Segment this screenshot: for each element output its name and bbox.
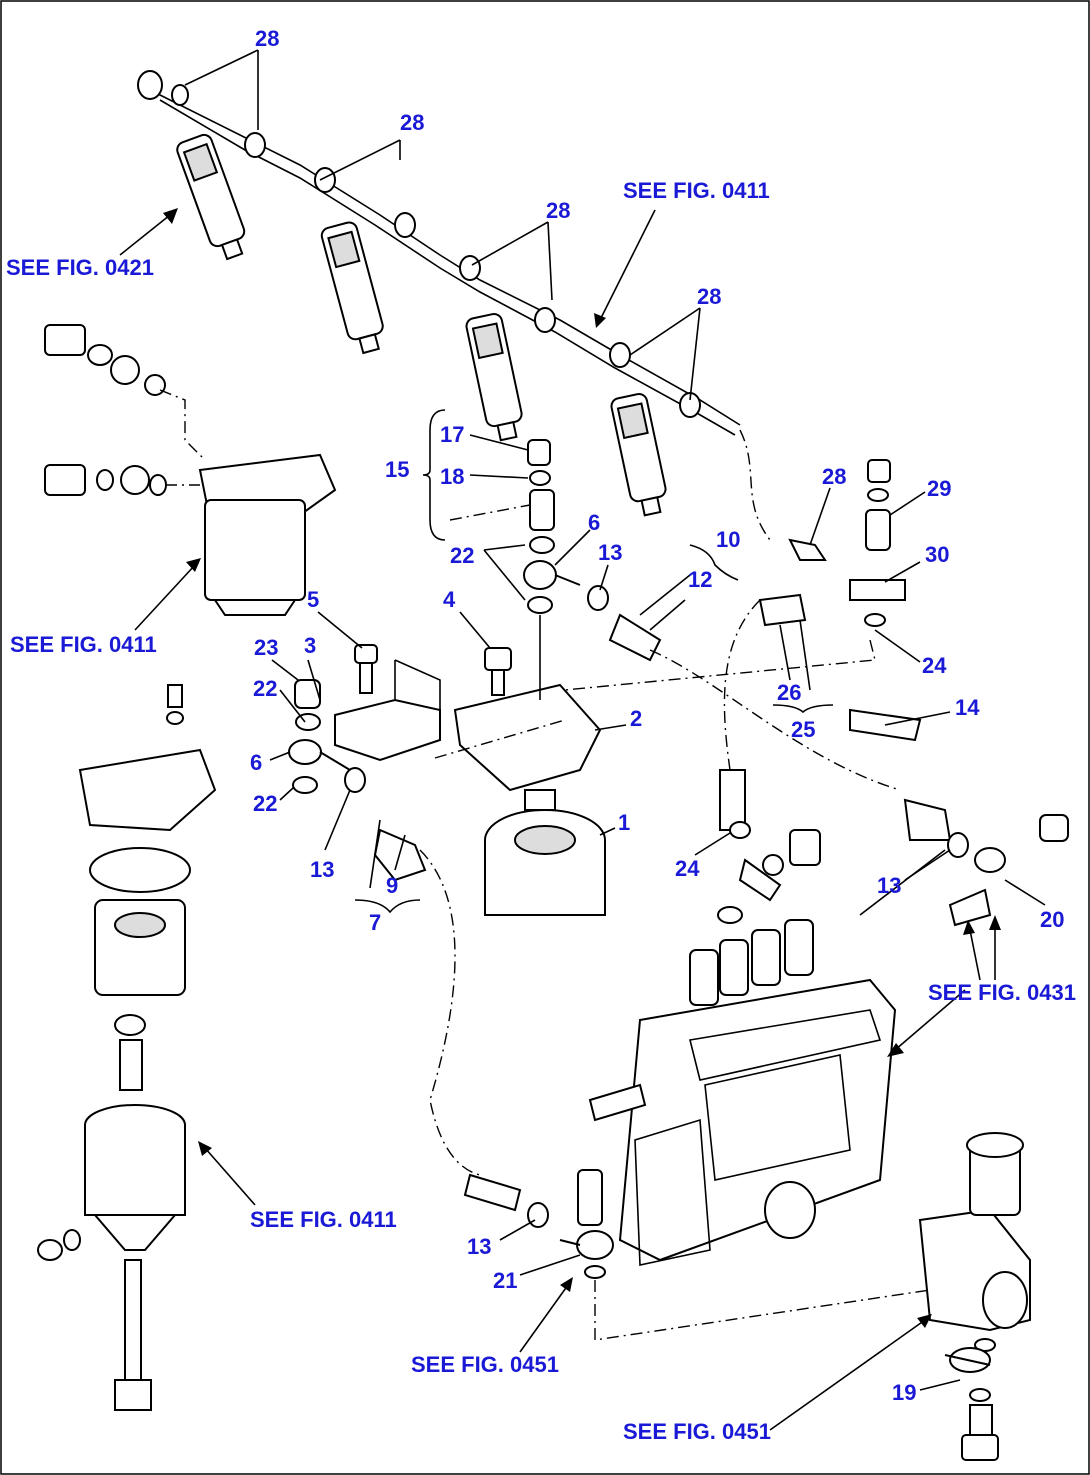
callout-13: 13: [310, 857, 334, 882]
ref-fig-0411-left: SEE FIG. 0411: [10, 632, 157, 657]
callout-10: 10: [716, 527, 740, 552]
callout-15: 15: [385, 457, 409, 482]
callout-13: 13: [877, 873, 901, 898]
upper-fuel-filter: [44, 324, 337, 616]
callout-13: 13: [467, 1234, 491, 1259]
callout-28: 28: [697, 284, 721, 309]
callout-7: 7: [369, 910, 381, 935]
leader-lines: [184, 49, 1046, 1391]
ref-fig-0411-top: SEE FIG. 0411: [623, 178, 770, 203]
callout-21: 21: [493, 1268, 517, 1293]
callout-28: 28: [546, 198, 570, 223]
callout-6: 6: [250, 750, 262, 775]
injection-pump: [463, 919, 1031, 1461]
callout-4: 4: [443, 587, 456, 612]
callout-18: 18: [440, 464, 464, 489]
part-number-callouts: 28 28 28 28 28 29 30 24 26 25 14 17 18 1…: [250, 26, 1064, 1405]
callout-23: 23: [254, 635, 278, 660]
callout-22: 22: [450, 543, 474, 568]
reference-arrows: [119, 208, 1001, 1431]
callout-20: 20: [1040, 907, 1064, 932]
ref-fig-0421: SEE FIG. 0421: [6, 255, 154, 280]
callout-22: 22: [253, 676, 277, 701]
callout-26: 26: [777, 680, 801, 705]
callout-6: 6: [588, 510, 600, 535]
ref-fig-0451-bottom: SEE FIG. 0451: [623, 1419, 771, 1444]
callout-14: 14: [955, 695, 980, 720]
callout-9: 9: [386, 873, 398, 898]
callout-28: 28: [822, 464, 846, 489]
callout-24: 24: [675, 856, 700, 881]
ref-fig-0451-mid: SEE FIG. 0451: [411, 1352, 559, 1377]
callout-1: 1: [618, 810, 630, 835]
callout-28: 28: [255, 26, 279, 51]
right-fittings: [717, 459, 1069, 927]
callout-2: 2: [630, 706, 642, 731]
bracket: [334, 644, 441, 762]
callout-brackets: [354, 409, 834, 914]
callout-22: 22: [253, 791, 277, 816]
callout-28: 28: [400, 110, 424, 135]
callout-24: 24: [922, 653, 947, 678]
callout-5: 5: [307, 587, 319, 612]
injector-nozzles: [176, 133, 667, 517]
callout-17: 17: [440, 422, 464, 447]
callout-12: 12: [688, 567, 712, 592]
callout-25: 25: [791, 717, 815, 742]
callout-29: 29: [927, 476, 951, 501]
fuel-line-paths: [419, 429, 931, 1341]
banjo-bolt-stack: [523, 439, 662, 700]
reference-labels: SEE FIG. 0421 SEE FIG. 0411 SEE FIG. 041…: [6, 178, 1076, 1444]
callout-19: 19: [892, 1380, 916, 1405]
callout-3: 3: [304, 633, 316, 658]
injection-pipe-assembly: [137, 70, 741, 436]
filter-head-and-cartridge: [453, 647, 606, 916]
exploded-fuel-filter: [37, 684, 217, 1411]
callout-13: 13: [598, 540, 622, 565]
ref-fig-0431: SEE FIG. 0431: [928, 980, 1076, 1005]
callout-30: 30: [925, 542, 949, 567]
ref-fig-0411-bottom: SEE FIG. 0411: [250, 1207, 397, 1232]
